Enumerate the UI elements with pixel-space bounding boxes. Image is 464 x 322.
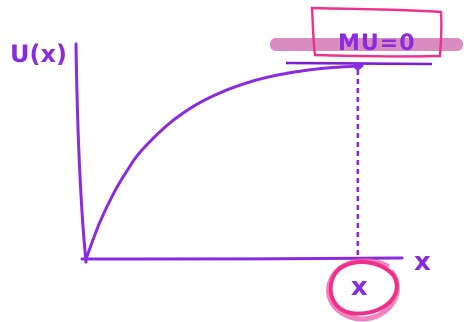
marker-ring — [328, 260, 399, 316]
annotation-box — [310, 6, 443, 58]
x-star-label: x — [351, 272, 368, 302]
y-axis — [74, 42, 88, 264]
highlighter-band — [270, 38, 463, 51]
x-axis — [80, 256, 404, 261]
y-axis-label: U(x) — [10, 40, 67, 68]
utility-curve — [84, 64, 364, 261]
x-star-marker: x — [326, 258, 400, 322]
maximum-point — [353, 62, 362, 70]
x-axis-label: x — [414, 247, 431, 277]
max-utility-label: MU=0 — [338, 31, 416, 56]
